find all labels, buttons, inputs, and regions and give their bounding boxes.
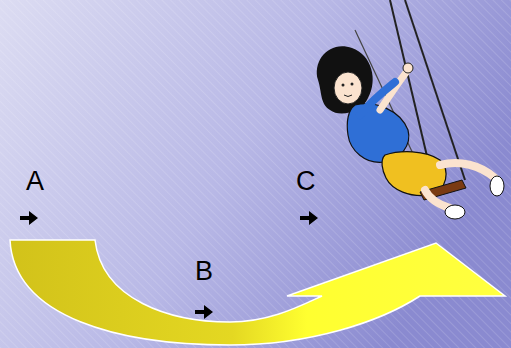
arrow-symbol [20, 211, 38, 225]
arrow-symbol [300, 211, 318, 225]
point-label: C [296, 168, 316, 195]
point-label: B [195, 258, 213, 285]
curved-path-arrow [10, 240, 505, 345]
arrow-symbol [195, 305, 213, 319]
point-label: A [26, 168, 44, 195]
girl-figure [317, 46, 504, 219]
